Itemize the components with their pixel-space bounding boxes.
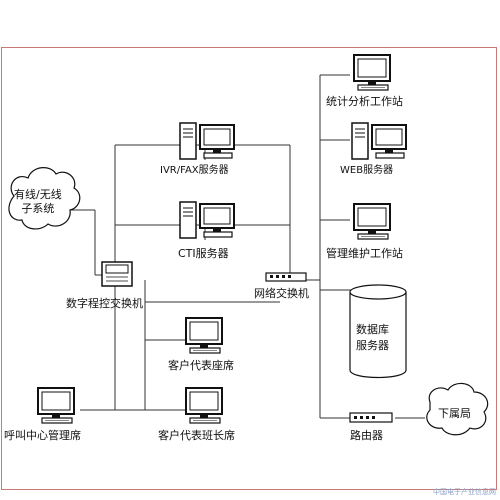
call-center-admin-label: 呼叫中心管理席 bbox=[4, 429, 81, 442]
web-server-label: WEB服务器 bbox=[340, 165, 394, 176]
router-icon bbox=[349, 412, 393, 423]
wireless-subsystem-cloud bbox=[8, 167, 81, 230]
stats-workstation-icon bbox=[353, 54, 391, 91]
wireless-subsystem-label: 有线/无线 子系统 bbox=[14, 188, 62, 215]
agent-seat-label: 客户代表座席 bbox=[168, 359, 234, 372]
ivr-fax-server-icon bbox=[179, 122, 235, 160]
web-server-icon bbox=[351, 122, 407, 160]
database-server-icon bbox=[349, 284, 407, 379]
watermark: 中国电子产业信息网 bbox=[433, 488, 496, 496]
branch-office-label: 下属局 bbox=[438, 407, 471, 420]
agent-leader-seat-label: 客户代表班长席 bbox=[158, 429, 235, 442]
mgmt-workstation-label: 管理维护工作站 bbox=[326, 247, 403, 260]
database-server-label: 数据库 服务器 bbox=[356, 323, 389, 352]
network-switch-icon bbox=[265, 272, 307, 282]
agent-leader-seat-icon bbox=[185, 387, 223, 424]
cti-server-icon bbox=[179, 201, 235, 239]
pbx-label: 数字程控交换机 bbox=[66, 297, 143, 310]
mgmt-workstation-icon bbox=[353, 203, 391, 240]
router-label: 路由器 bbox=[350, 429, 383, 442]
cti-server-label: CTI服务器 bbox=[178, 247, 229, 260]
call-center-admin-icon bbox=[37, 387, 75, 424]
network-switch-label: 网络交换机 bbox=[254, 287, 309, 300]
branch-office-cloud bbox=[426, 382, 489, 436]
ivr-fax-server-label: IVR/FAX服务器 bbox=[160, 165, 229, 176]
stats-workstation-label: 统计分析工作站 bbox=[326, 95, 403, 108]
diagram-frame bbox=[1, 47, 497, 490]
agent-seat-icon bbox=[185, 317, 223, 354]
pbx-icon bbox=[101, 261, 133, 287]
